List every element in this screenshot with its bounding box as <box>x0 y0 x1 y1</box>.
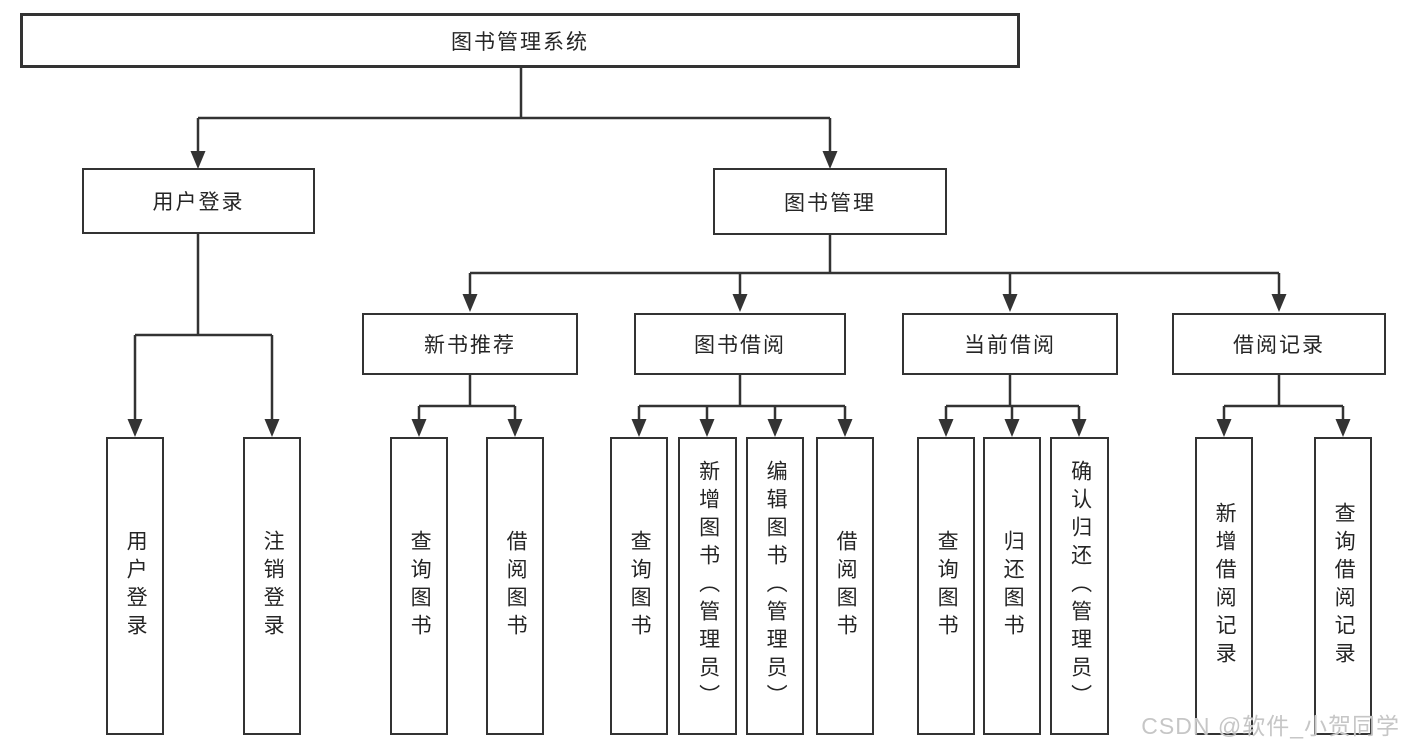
leaf-label: 查询借阅记录 <box>1332 502 1356 670</box>
arrow-down-icon <box>1002 294 1018 312</box>
node-label: 借阅记录 <box>1233 334 1325 357</box>
arrow-down-icon <box>631 419 647 437</box>
arrow-down-icon <box>938 419 954 437</box>
arrow-down-icon <box>411 419 427 437</box>
leaf-label: 归还图书 <box>1001 530 1025 642</box>
leaf-edit-book-admin: 编辑图书（管理员） <box>746 437 804 735</box>
arrow-down-icon <box>264 419 280 437</box>
arrow-down-icon <box>190 151 206 169</box>
arrow-down-icon <box>1271 294 1287 312</box>
leaf-label: 借阅图书 <box>504 530 528 642</box>
leaf-label: 查询图书 <box>408 530 432 642</box>
arrow-down-icon <box>822 151 838 169</box>
leaf-add-book-admin: 新增图书（管理员） <box>678 437 737 735</box>
node-borrowing-records: 借阅记录 <box>1172 313 1386 375</box>
node-label: 图书管理 <box>784 191 876 215</box>
node-current-borrowing: 当前借阅 <box>902 313 1118 375</box>
leaf-label: 新增借阅记录 <box>1213 502 1237 670</box>
node-label: 图书管理系统 <box>451 30 589 54</box>
arrow-down-icon <box>1071 419 1087 437</box>
arrow-down-icon <box>732 294 748 312</box>
node-user-login: 用户登录 <box>82 168 315 234</box>
leaf-user-login: 用户登录 <box>106 437 164 735</box>
leaf-confirm-return-admin: 确认归还（管理员） <box>1050 437 1109 735</box>
leaf-label: 编辑图书（管理员） <box>764 460 788 712</box>
arrow-down-icon <box>837 419 853 437</box>
leaf-borrow-books: 借阅图书 <box>816 437 874 735</box>
node-label: 用户登录 <box>152 191 245 214</box>
leaf-label: 新增图书（管理员） <box>696 460 720 712</box>
arrow-down-icon <box>507 419 523 437</box>
leaf-borrow-books: 借阅图书 <box>486 437 544 735</box>
node-label: 当前借阅 <box>964 334 1056 357</box>
leaf-label: 确认归还（管理员） <box>1068 460 1092 712</box>
leaf-query-books: 查询图书 <box>390 437 448 735</box>
leaf-query-books: 查询图书 <box>610 437 668 735</box>
watermark: CSDN @软件_小贺同学 <box>1141 713 1400 739</box>
node-book-management: 图书管理 <box>713 168 947 235</box>
arrow-down-icon <box>699 419 715 437</box>
leaf-label: 查询图书 <box>935 530 959 642</box>
node-label: 新书推荐 <box>424 334 516 357</box>
arrow-down-icon <box>1335 419 1351 437</box>
leaf-label: 注销登录 <box>261 530 285 642</box>
leaf-return-books: 归还图书 <box>983 437 1041 735</box>
leaf-label: 借阅图书 <box>834 530 858 642</box>
arrow-down-icon <box>767 419 783 437</box>
leaf-label: 用户登录 <box>124 530 148 642</box>
leaf-logout-login: 注销登录 <box>243 437 301 735</box>
leaf-add-borrow-record: 新增借阅记录 <box>1195 437 1253 735</box>
arrow-down-icon <box>1004 419 1020 437</box>
node-new-book-recommend: 新书推荐 <box>362 313 578 375</box>
arrow-down-icon <box>1216 419 1232 437</box>
arrow-down-icon <box>127 419 143 437</box>
leaf-query-borrow-record: 查询借阅记录 <box>1314 437 1372 735</box>
node-label: 图书借阅 <box>694 334 786 357</box>
leaf-label: 查询图书 <box>628 530 652 642</box>
node-library-system: 图书管理系统 <box>20 13 1020 68</box>
arrow-down-icon <box>462 294 478 312</box>
leaf-query-books: 查询图书 <box>917 437 975 735</box>
node-book-borrowing: 图书借阅 <box>634 313 846 375</box>
